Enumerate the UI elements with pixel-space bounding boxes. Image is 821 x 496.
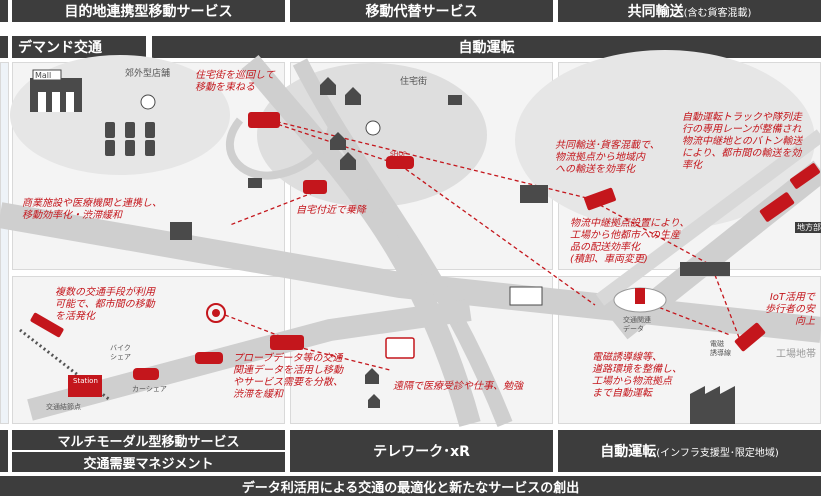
header-demand-transport: デマンド交通 [12, 36, 146, 58]
truck-highway-1 [759, 192, 795, 222]
footer-left-stub [0, 430, 8, 472]
road-highway-2 [595, 129, 821, 306]
transport-node-label: 交通結節点 [46, 403, 81, 411]
link-hub-factory [714, 274, 741, 341]
parking-icon [140, 94, 156, 110]
footer-data-utilization: データ利活用による交通の最適化と新たなサービスの創出 [0, 476, 821, 496]
header-joint-transport: 共同輸送(含む貨客混載) [558, 0, 821, 22]
station-label: Station [73, 377, 98, 385]
annotation-guidance-wire: 電磁誘導線等、 道路環境を整備し、 工場から物流拠点 まで自動運転 [592, 352, 682, 399]
parked-cars [105, 122, 155, 156]
parking-icon-2 [365, 120, 381, 136]
truck-factory [734, 322, 766, 352]
shop-car [386, 156, 414, 169]
road-curve-lower [292, 58, 513, 427]
annotation-logistics-hub: 物流中継拠点設置により、 工場から他都市への生産 品の配送効率化 (積卸、車両変… [570, 218, 690, 265]
annotation-remote-services: 遠隔で医療受診や仕事、勉強 [393, 381, 523, 392]
header-col3-main: 共同輸送 [627, 4, 684, 20]
sensor-icon [206, 303, 226, 323]
annotation-iot-pedestrian: IoT活用で 歩行者の安 向上 [765, 292, 815, 327]
annotation-mixed-freight: 共同輸送･貨客混載で、 物流拠点から地域内 への輸送を効率化 [555, 140, 660, 175]
factory [690, 386, 735, 424]
station-building [68, 375, 102, 397]
footer-telework-text: テレワーク･xR [373, 444, 470, 460]
shop-label: SHOP [390, 151, 407, 158]
truck-highway-2 [790, 163, 820, 189]
header-mobility-substitute: 移動代替サービス [290, 0, 553, 22]
footer-bottom-text: データ利活用による交通の最適化と新たなサービスの創出 [241, 480, 580, 496]
logistics-zone [515, 50, 815, 230]
link-truck-hub [599, 204, 721, 271]
panel-left-edge [0, 62, 9, 424]
annotation-probe-data: プローブデータ等の交通 関連データを活用し移動 やサービス需要を分散、 渋滞を緩… [233, 353, 343, 400]
footer-autonomous-infra: 自動運転(インフラ支援型･限定地域) [558, 430, 821, 472]
mall-label: Mall [35, 71, 52, 80]
annotation-patrol-residential: 住宅街を巡回して 移動を束ねる [195, 70, 275, 93]
header-col1-text: 目的地連携型移動サービス [64, 4, 233, 20]
bus-top [248, 112, 280, 128]
road-lower-left [27, 299, 472, 421]
road-main-diagonal [0, 202, 821, 343]
footer-telework: テレワーク･xR [290, 430, 553, 472]
residential-label: 住宅街 [400, 77, 428, 87]
header-demand-text: デマンド交通 [18, 40, 102, 56]
houses [170, 77, 462, 408]
bike-share-label: バイク シェア [110, 344, 131, 361]
bus-bottom [270, 335, 304, 350]
header-destination-mobility-title: 目的地連携型移動サービス [12, 0, 285, 22]
annotation-multimodal: 複数の交通手段が利用 可能で、都市間の移動 を活発化 [55, 287, 155, 322]
sensor-wire-label: 電磁 誘導線 [710, 340, 731, 357]
car-share-label: カーシェア [132, 385, 167, 393]
city-hall [509, 286, 543, 306]
car-bottom [195, 352, 223, 364]
annotation-home-pickup: 自宅付近で乗降 [296, 205, 366, 216]
car-share-car [133, 368, 159, 380]
header-destination-mobility [0, 0, 8, 22]
header-autonomous-text: 自動運転 [458, 40, 515, 56]
footer-autodrive-main: 自動運転 [600, 444, 657, 460]
warehouse [520, 185, 548, 203]
suburban-store-label: 郊外型店舗 [125, 69, 171, 79]
header-col3-small: (含む貨客混載) [683, 7, 752, 19]
hub-building [680, 262, 730, 276]
annotation-commerce-medical: 商業施設や医療機関と連携し、 移動効率化・渋滞緩和 [22, 198, 162, 221]
header-left-stub [0, 36, 8, 58]
link-shop-truck2 [399, 164, 596, 306]
road-loop [225, 108, 336, 180]
mall-sign [32, 69, 62, 81]
van-home [303, 180, 327, 194]
annotation-autonomous-truck-lane: 自動運転トラックや隊列走 行の専用レーンが整備され 物流中継地とのバトン輸送 に… [682, 112, 803, 171]
train [30, 312, 64, 338]
footer-tdm-text: 交通需要マネジメント [83, 456, 214, 472]
footer-tdm: 交通需要マネジメント [12, 452, 285, 472]
header-col2-text: 移動代替サービス [365, 4, 478, 20]
road-curve-upper [241, 55, 481, 427]
highway-label: 地方部 [795, 222, 821, 233]
factory-zone-label: 工場地帯 [776, 349, 816, 360]
footer-autodrive-small: (インフラ支援型･限定地域) [656, 447, 779, 459]
truck-top [584, 187, 616, 211]
footer-multimodal-text: マルチモーダル型移動サービス [57, 434, 240, 450]
footer-multimodal: マルチモーダル型移動サービス [12, 430, 285, 450]
traffic-data-label: 交通関連 データ [623, 316, 651, 333]
link-home-car [229, 189, 321, 226]
telework-screen [385, 337, 415, 359]
